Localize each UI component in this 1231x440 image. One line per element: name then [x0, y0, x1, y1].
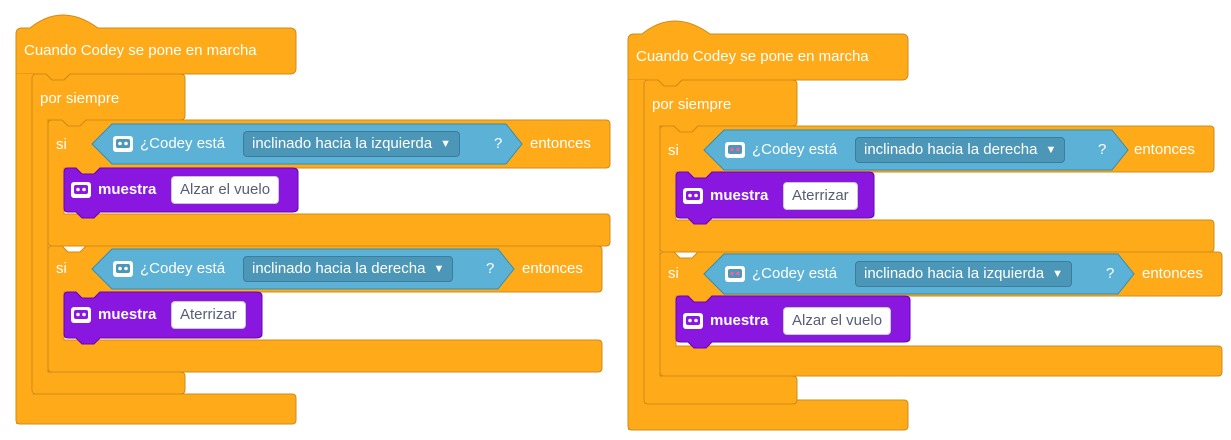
if-label: si [56, 260, 67, 277]
tilt-dropdown[interactable]: inclinado hacia la izquierda ▼ [855, 261, 1073, 287]
show-label: muestra [98, 181, 157, 198]
question-mark: ? [486, 260, 495, 277]
then-label: entonces [522, 260, 583, 277]
tilt-dropdown[interactable]: inclinado hacia la izquierda ▼ [243, 131, 461, 157]
question-label: ¿Codey está [752, 265, 838, 282]
caret-down-icon: ▼ [440, 138, 452, 150]
show-label: muestra [98, 306, 157, 323]
question-label: ¿Codey está [752, 141, 838, 158]
tilt-dropdown-value: inclinado hacia la derecha [864, 141, 1038, 158]
then-label: entonces [1134, 141, 1195, 158]
if-label: si [668, 265, 679, 282]
show-text-input[interactable]: Alzar el vuelo [783, 307, 892, 335]
forever-label: por siempre [652, 96, 732, 113]
tilt-dropdown-value: inclinado hacia la izquierda [864, 265, 1045, 282]
show-label: muestra [710, 187, 769, 204]
show-text-input[interactable]: Aterrizar [171, 301, 246, 329]
then-label: entonces [1142, 265, 1203, 282]
hat-label: Cuando Codey se pone en marcha [24, 42, 257, 59]
caret-down-icon: ▼ [1052, 268, 1064, 280]
tilt-dropdown-value: inclinado hacia la izquierda [252, 135, 433, 152]
codey-icon [113, 261, 133, 277]
question-mark: ? [1098, 141, 1107, 158]
then-label: entonces [530, 135, 591, 152]
codey-icon [683, 188, 703, 204]
codey-icon [71, 307, 91, 323]
codey-icon [725, 142, 745, 158]
question-mark: ? [1106, 265, 1115, 282]
codey-icon [71, 182, 91, 198]
question-mark: ? [494, 135, 503, 152]
show-text-input[interactable]: Aterrizar [783, 182, 858, 210]
if-label: si [56, 136, 67, 153]
show-label: muestra [710, 312, 769, 329]
tilt-dropdown-value: inclinado hacia la derecha [252, 260, 426, 277]
caret-down-icon: ▼ [433, 263, 445, 275]
caret-down-icon: ▼ [1045, 144, 1057, 156]
question-label: ¿Codey está [140, 135, 226, 152]
tilt-dropdown[interactable]: inclinado hacia la derecha ▼ [855, 137, 1066, 163]
tilt-dropdown[interactable]: inclinado hacia la derecha ▼ [243, 256, 454, 282]
hat-label: Cuando Codey se pone en marcha [636, 48, 869, 65]
codey-icon [113, 136, 133, 152]
forever-label: por siempre [40, 90, 120, 107]
question-label: ¿Codey está [140, 260, 226, 277]
show-text-input[interactable]: Alzar el vuelo [171, 176, 280, 204]
codey-icon [725, 266, 745, 282]
if-label: si [668, 142, 679, 159]
codey-icon [683, 313, 703, 329]
